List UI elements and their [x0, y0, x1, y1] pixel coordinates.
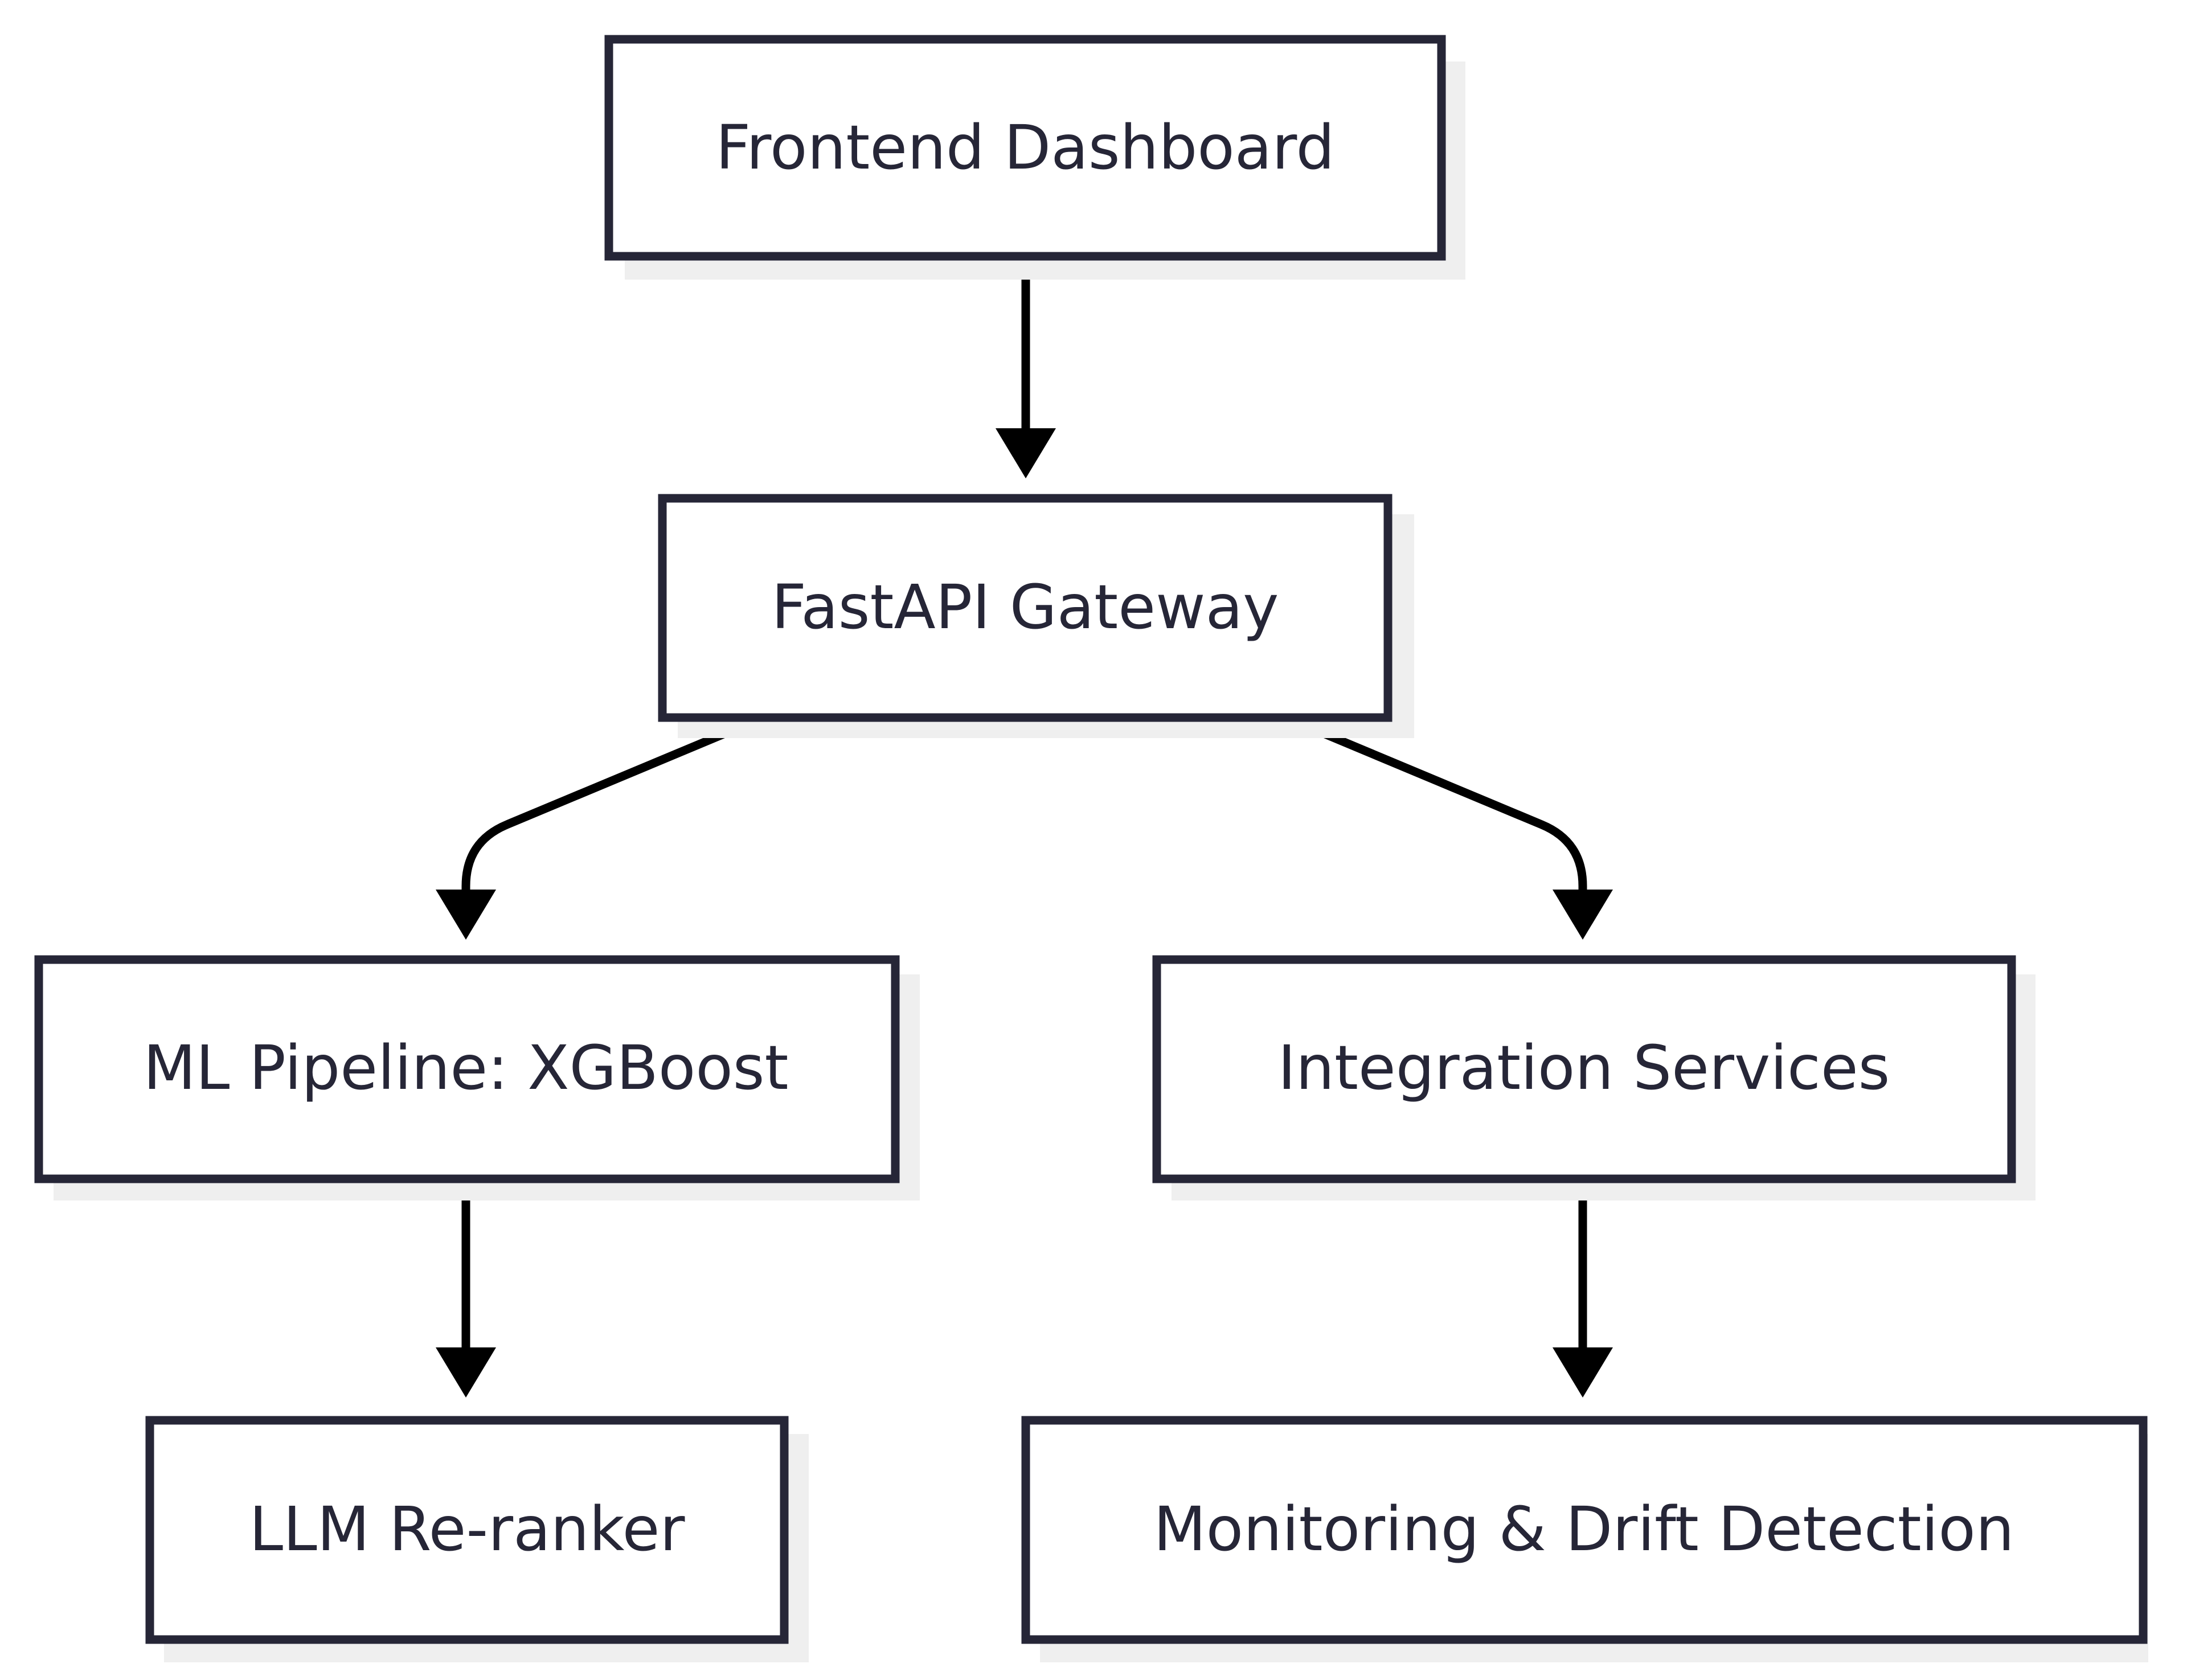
node-llm-reranker: LLM Re-ranker — [145, 1416, 809, 1662]
edge-gateway-to-ml-pipeline — [436, 715, 762, 940]
edge-gateway-to-integration-services — [1287, 715, 1613, 940]
edge-ml-pipeline-to-llm-reranker — [436, 1179, 496, 1398]
node-label: LLM Re-ranker — [249, 1494, 685, 1565]
node-label: FastAPI Gateway — [772, 572, 1279, 643]
node-frontend-dashboard: Frontend Dashboard — [604, 35, 1465, 280]
node-label: Integration Services — [1278, 1033, 1890, 1104]
node-label: Monitoring & Drift Detection — [1153, 1494, 2014, 1565]
node-fastapi-gateway: FastAPI Gateway — [658, 494, 1414, 738]
node-integration-services: Integration Services — [1152, 955, 2036, 1200]
edge-frontend-to-gateway — [996, 256, 1056, 478]
node-monitoring-drift-detection: Monitoring & Drift Detection — [1021, 1416, 2148, 1662]
node-label: Frontend Dashboard — [716, 113, 1335, 183]
node-label: ML Pipeline: XGBoost — [143, 1033, 788, 1104]
edge-integration-to-monitoring — [1553, 1179, 1613, 1398]
node-ml-pipeline: ML Pipeline: XGBoost — [34, 955, 920, 1200]
